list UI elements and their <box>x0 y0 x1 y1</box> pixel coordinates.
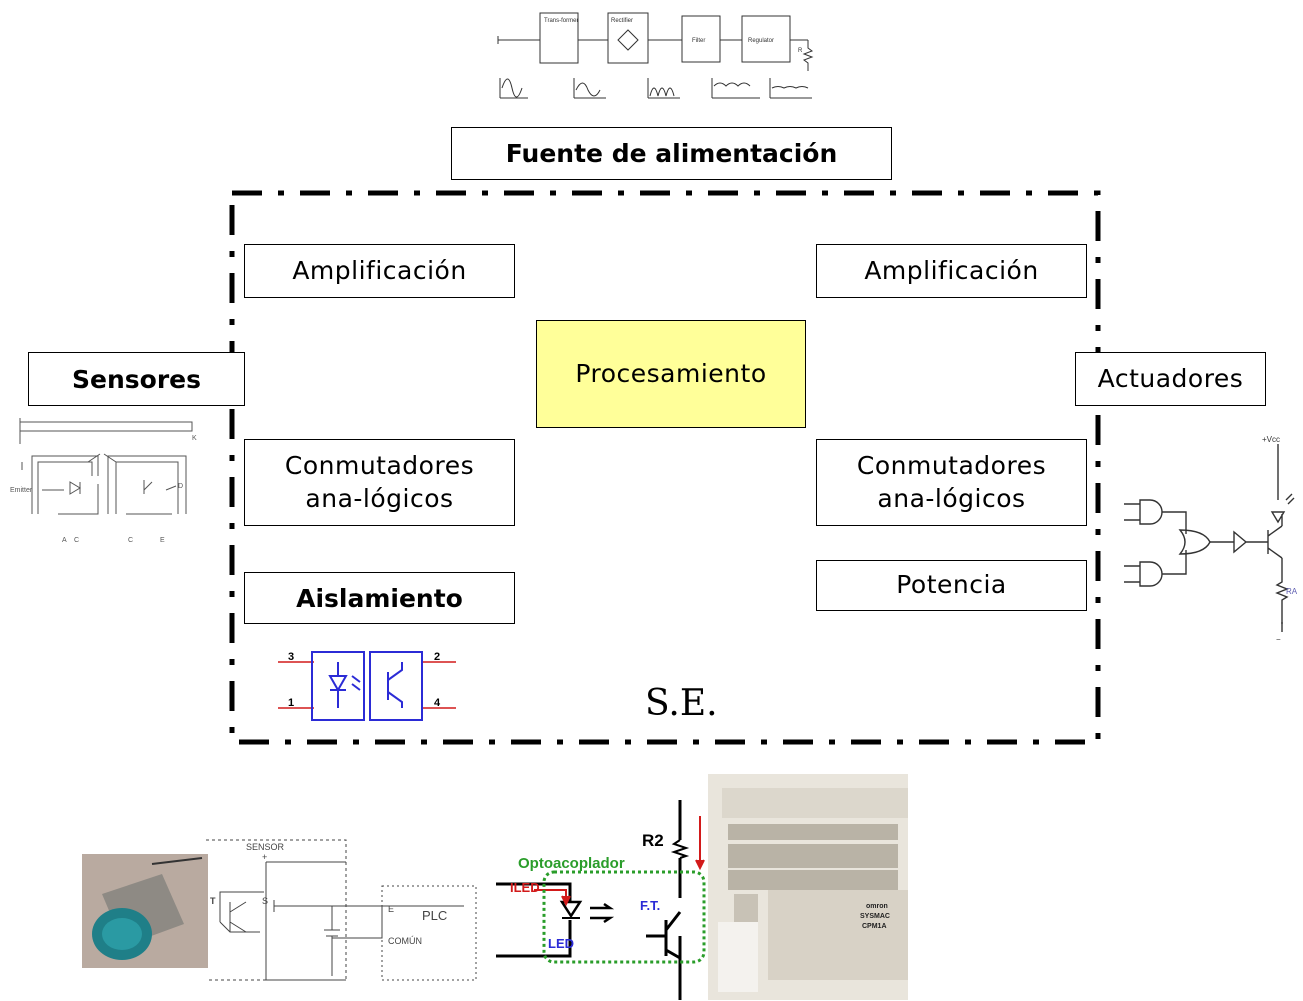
plc-device-photo: omron SYSMAC CPM1A <box>708 774 908 1000</box>
input-e-label: E <box>388 904 394 914</box>
sensor-plc-circuit: SENSOR T + S PLC E COMÚN <box>206 839 477 981</box>
power-supply-box: Fuente de alimentación <box>451 127 892 180</box>
rectifier-label: Rectifier <box>611 18 633 24</box>
r2-label: R2 <box>642 831 664 850</box>
power-label: Potencia <box>896 570 1007 600</box>
right-amplification-box: Amplificación <box>816 244 1087 298</box>
pin-c-label: C <box>74 537 79 544</box>
actuator-schematic: +Vcc RA − <box>1124 435 1298 644</box>
proximity-sensor-photo <box>82 854 208 968</box>
pin-c2-label: C <box>128 537 133 544</box>
plc-brand: omron <box>866 903 888 910</box>
right-analog-switches-box: Conmutadores ana-lógicos <box>816 439 1087 526</box>
regulator-label: Regulator <box>748 38 774 44</box>
plc-model-2: CPM1A <box>862 923 887 930</box>
pin-e-label: E <box>160 537 165 544</box>
system-boundary-label: S.E. <box>645 683 718 724</box>
input-common-label: COMÚN <box>388 936 422 946</box>
left-analog-switches-box: Conmutadores ana-lógicos <box>244 439 515 526</box>
plus-label: + <box>262 852 267 862</box>
actuators-box: Actuadores <box>1075 352 1266 406</box>
power-supply-title: Fuente de alimentación <box>505 139 838 168</box>
sensor-box-label: SENSOR <box>246 842 285 852</box>
left-amplification-box: Amplificación <box>244 244 515 298</box>
optocoupler-symbol: 3 2 1 4 <box>278 651 456 721</box>
ra-label: RA <box>1286 587 1298 596</box>
left-amplification-label: Amplificación <box>292 255 467 285</box>
optocoupler-circuit: Optoacoplador R2 F.T. ILED LED <box>496 800 706 1000</box>
filter-label: Filter <box>692 38 705 44</box>
optocoupler-title: Optoacoplador <box>518 855 625 872</box>
pin-3-label: 3 <box>288 651 294 663</box>
processing-label: Procesamiento <box>575 358 767 388</box>
sensors-box: Sensores <box>28 352 245 406</box>
pin-a-label: A <box>62 537 67 544</box>
left-analog-switches-label: Conmutadores ana-lógicos <box>284 451 475 513</box>
vcc-label: +Vcc <box>1262 435 1280 444</box>
actuators-label: Actuadores <box>1097 363 1244 393</box>
sensor-schematic: Emitter D A C C E K <box>10 418 197 544</box>
right-amplification-label: Amplificación <box>864 255 1039 285</box>
pin-4-label: 4 <box>434 697 441 709</box>
right-analog-switches-label: Conmutadores ana-lógicos <box>856 451 1047 513</box>
power-box: Potencia <box>816 560 1087 611</box>
plc-model-1: SYSMAC <box>860 913 890 920</box>
load-label: R <box>798 48 803 54</box>
sensors-label: Sensores <box>72 364 201 394</box>
transistor-label: T <box>210 896 216 906</box>
transformer-label: Trans-former <box>544 18 578 24</box>
power-supply-diagram: Trans-former Rectifier Filter Regulator … <box>497 12 814 99</box>
phototransistor-label: F.T. <box>640 898 660 913</box>
plc-label: PLC <box>422 908 447 923</box>
isolation-label: Aislamiento <box>296 583 463 613</box>
ground-label: − <box>1276 635 1281 644</box>
processing-box: Procesamiento <box>536 320 806 428</box>
iled-label: ILED <box>510 880 540 895</box>
k-label: K <box>192 435 197 442</box>
isolation-box: Aislamiento <box>244 572 515 624</box>
s-label: S <box>262 896 268 906</box>
pin-2-label: 2 <box>434 651 440 663</box>
pin-1-label: 1 <box>288 697 294 709</box>
led-label: LED <box>548 936 574 951</box>
emitter-label: Emitter <box>10 487 33 494</box>
detector-label: D <box>178 483 183 490</box>
